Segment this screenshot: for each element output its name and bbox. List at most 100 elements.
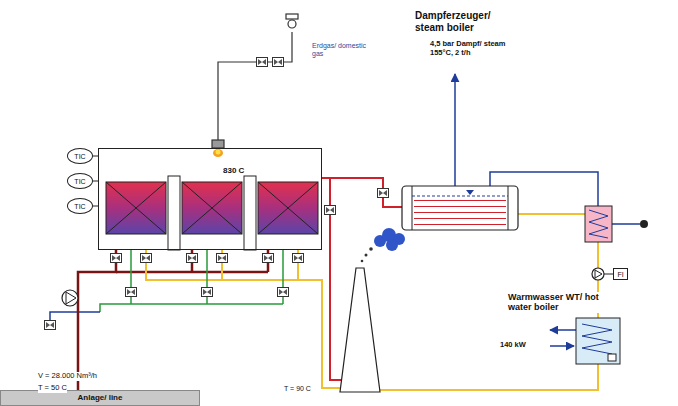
stack [361,260,364,263]
valves [202,288,213,297]
hot-water-boiler [576,318,620,364]
valves [187,254,198,263]
process-pipe [78,250,116,390]
label-box: Erdgas/ domestic gas [312,42,368,60]
equipment-title: Dampferzeuger/ steam boiler [415,10,507,33]
node-text: Anlage/ line [1,391,199,405]
stack [340,268,380,392]
node-text: FI [617,271,623,278]
pipes-dark-red [116,250,268,272]
pipes-blue [454,74,456,186]
pipes-green [100,250,283,312]
controller-circle: TIC [67,148,93,164]
pipes-dark-red [116,250,268,272]
pipes-blue [550,345,574,347]
pipes-yellow [378,364,598,390]
pipes-blue [550,329,576,331]
burner-flame [213,149,223,157]
fan-symbol [66,292,76,304]
boiler-tube [414,224,506,225]
regenerator-beds [106,182,166,234]
plant-line-box: Anlage/ line [0,390,200,406]
steam-boiler [412,186,508,230]
valves [325,206,336,215]
pipes-yellow [146,250,341,388]
boiler-tube [414,206,506,207]
gas-train [212,14,298,148]
valves [45,321,56,330]
stack [369,247,373,251]
chamber-walls [168,176,180,250]
valves [141,254,152,263]
regenerator-beds [106,182,166,234]
pipes-green [100,250,283,312]
pipes-blue [612,223,640,225]
regenerator-beds [258,182,318,234]
label-box: T = 90 C [284,377,311,395]
regenerator-beds [258,182,318,234]
regenerator-beds [182,182,242,234]
node-text: TIC [74,153,85,160]
burner-flame [213,149,223,157]
pipes-red [322,178,402,207]
hot-water-boiler [608,354,616,361]
temperature: T = 90 C [284,385,311,393]
pump-symbol [640,220,648,228]
controller-circle: TIC [67,173,93,189]
node-text: 830 C [223,166,244,175]
pipes-yellow [518,213,585,215]
valves [111,254,122,263]
pipes-blue [50,312,100,320]
heat-exchanger [589,210,608,238]
heat-exchanger [585,206,612,242]
stack [340,247,380,392]
valves [273,58,284,67]
gas-train [218,32,292,140]
pump-symbol [604,274,613,275]
label-box: Warmwasser WT/ hot water boiler [508,292,600,314]
flow-rate: V = 28.000 Nm³/h [38,372,97,381]
boiler-tube [414,218,506,219]
power-rating: 140 kW [500,341,526,350]
valves [257,58,268,67]
temperature: T = 50 C [38,384,67,393]
pipes-blue [50,74,640,346]
burner-flame [216,150,221,155]
equipment-title: Warmwasser WT/ hot water boiler [508,292,600,313]
gas-train [288,20,296,28]
valves [126,288,137,297]
boiler-tube [414,212,506,213]
valves [378,189,389,198]
steam-boiler [466,190,474,195]
controller-circle: TIC [67,198,93,214]
pump-symbol [592,220,648,280]
node-text: TIC [74,203,85,210]
stack [365,254,368,257]
flow-indicator-box: FI [613,268,628,280]
fan-symbol [62,290,78,306]
steam-boiler [402,186,518,230]
label-box: T = 50 C [38,376,67,394]
valves [263,254,274,263]
exhaust-cloud [374,228,405,251]
steam-boiler [414,201,506,225]
fan-symbol [62,290,78,306]
hot-water-boiler [582,324,612,354]
pump-symbol [595,270,602,278]
valves [45,58,389,330]
oxidizer-box: 830 C [98,148,322,250]
label-box: 4,5 bar Dampf/ steam 155°C, 2 t/h [430,40,526,59]
hot-water-boiler [576,318,620,364]
boiler-tube [414,200,506,201]
chamber-walls [168,176,256,250]
label-box: V = 28.000 Nm³/h [38,364,97,382]
chamber-walls [244,176,256,250]
steam-data: 4,5 bar Dampf/ steam 155°C, 2 t/h [430,40,526,57]
steam-boiler [412,196,508,197]
valves [293,254,304,263]
